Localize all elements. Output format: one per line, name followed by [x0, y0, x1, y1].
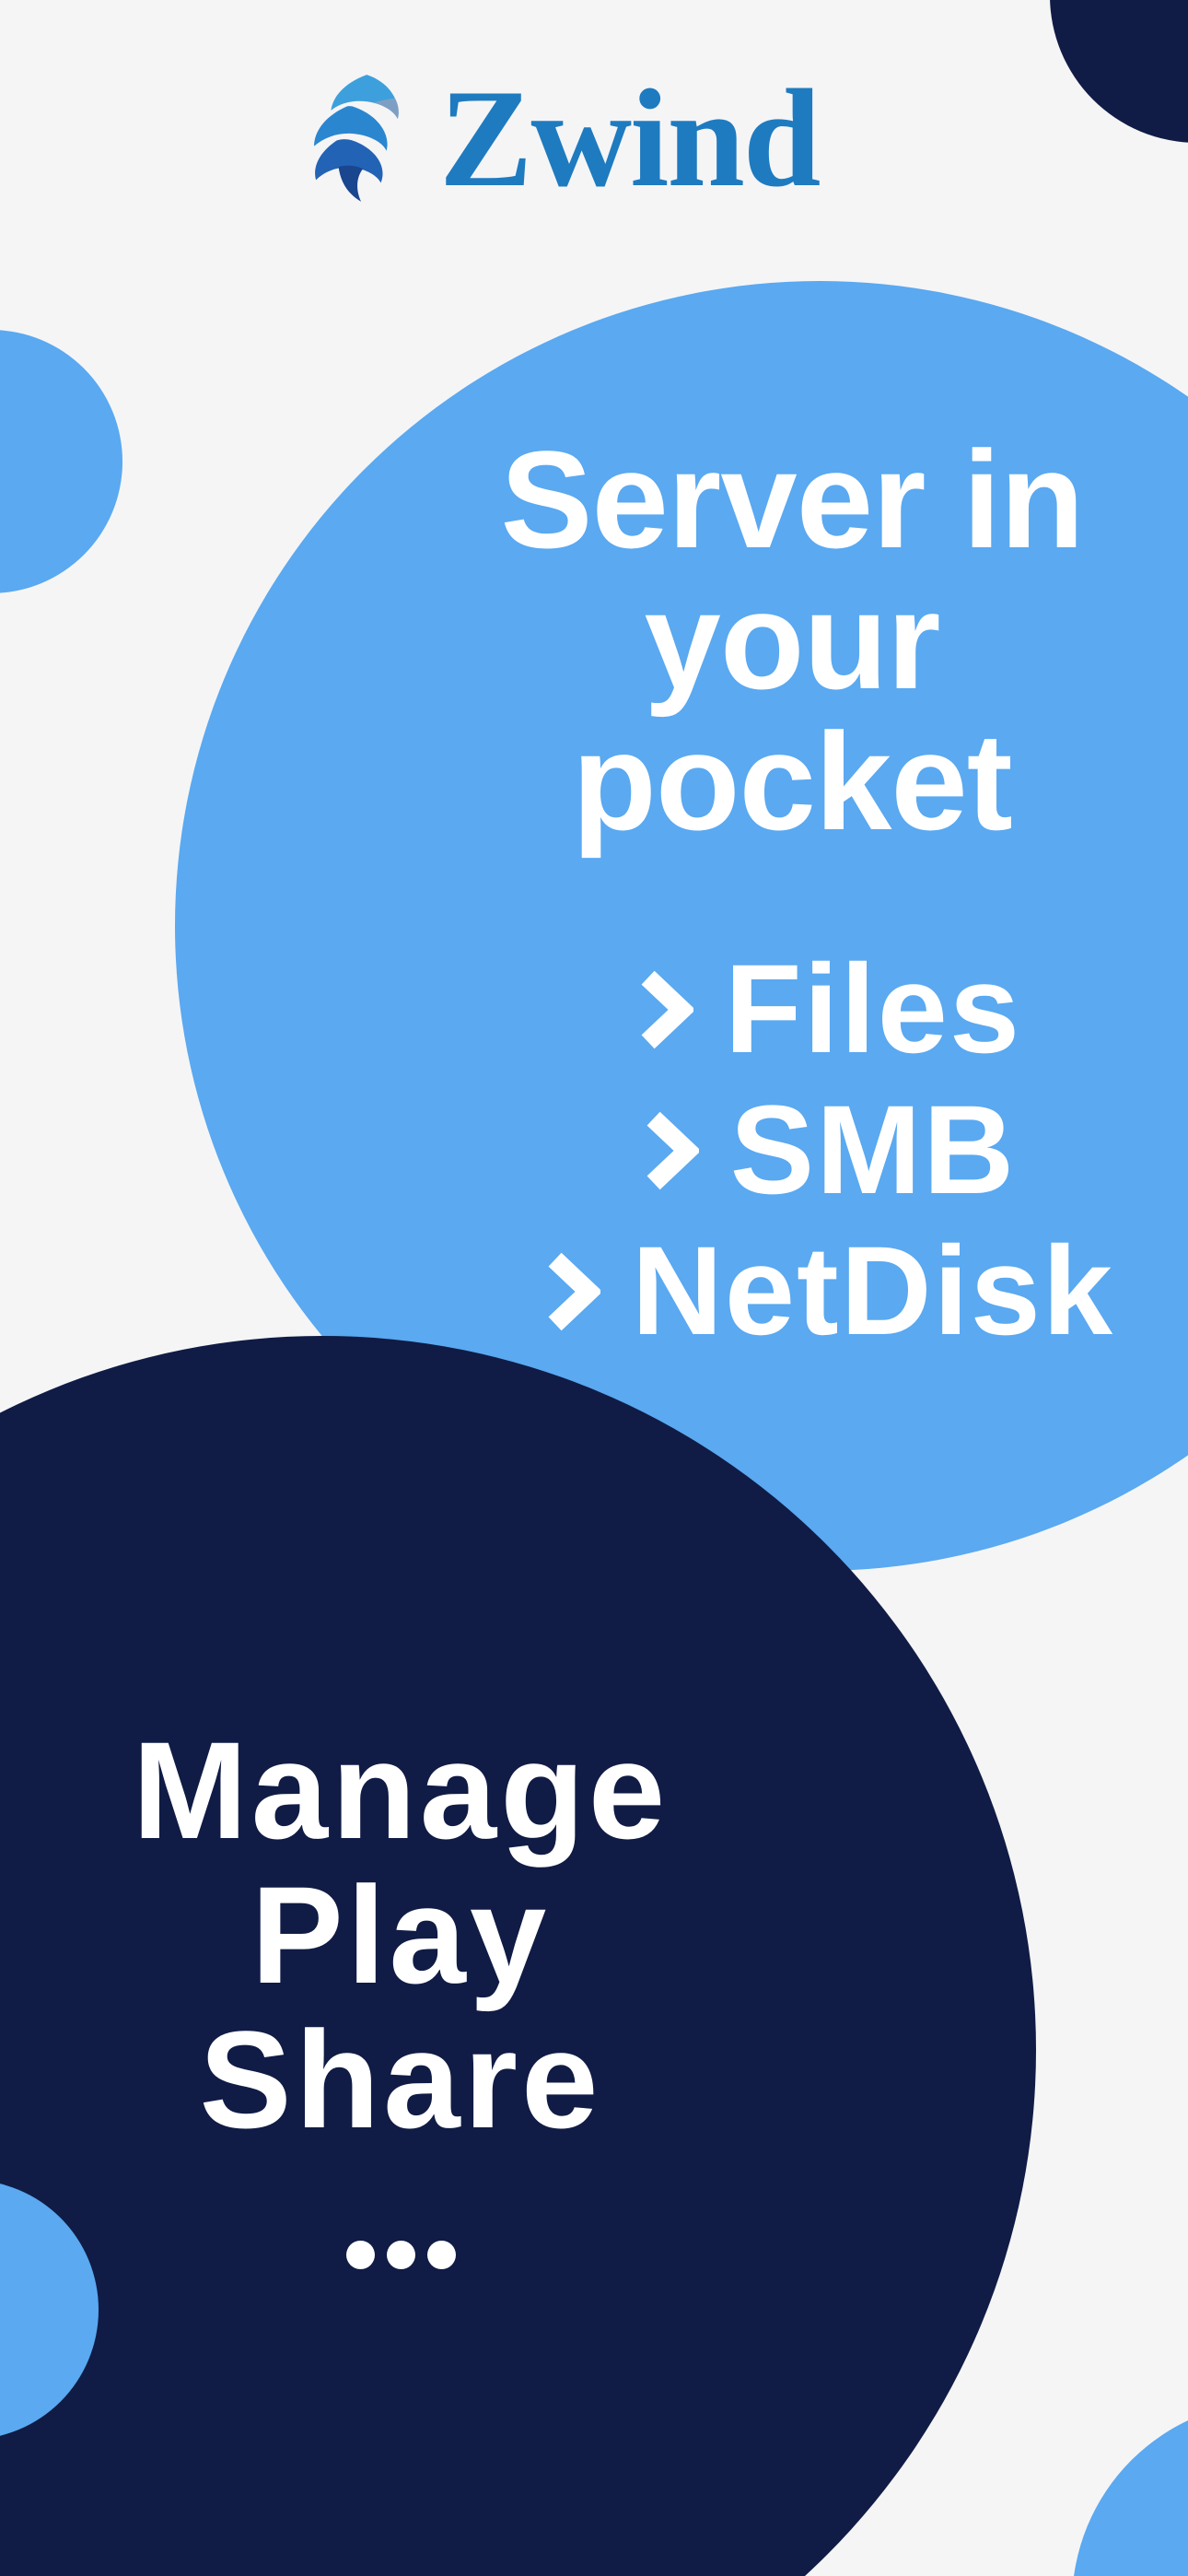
ellipsis-dot [346, 2241, 375, 2269]
feature-list: Files SMB NetDisk [470, 939, 1188, 1362]
hero-line-1: Server in [500, 422, 1084, 577]
navy-circle-top-right [1050, 0, 1188, 143]
hero-line-2: your [644, 563, 940, 718]
feature-label: Files [724, 939, 1022, 1080]
blue-circle-left-edge [0, 330, 122, 593]
ellipsis-dot [427, 2241, 456, 2269]
app-logo: Zwind [310, 61, 821, 216]
brand-name: Zwind [439, 61, 821, 216]
zwind-flame-icon [314, 75, 399, 202]
tagline-line-3: Share [199, 2002, 602, 2157]
ellipsis-icon [346, 2241, 456, 2269]
tagline: Manage Play Share [55, 1718, 746, 2152]
chevron-right-icon [646, 1111, 699, 1189]
tagline-line-2: Play [250, 1857, 551, 2012]
blue-circle-bottom-right [1072, 2401, 1188, 2576]
tagline-line-1: Manage [132, 1713, 670, 1868]
feature-label: SMB [729, 1080, 1017, 1221]
feature-label: NetDisk [631, 1221, 1115, 1362]
hero-line-3: pocket [572, 704, 1012, 859]
ellipsis-dot [387, 2241, 415, 2269]
chevron-right-icon [641, 970, 693, 1048]
hero-headline: Server in your pocket [378, 429, 1188, 852]
feature-item-smb: SMB [470, 1080, 1188, 1221]
feature-item-netdisk: NetDisk [470, 1221, 1188, 1362]
chevron-right-icon [548, 1252, 600, 1330]
feature-item-files: Files [470, 939, 1188, 1080]
